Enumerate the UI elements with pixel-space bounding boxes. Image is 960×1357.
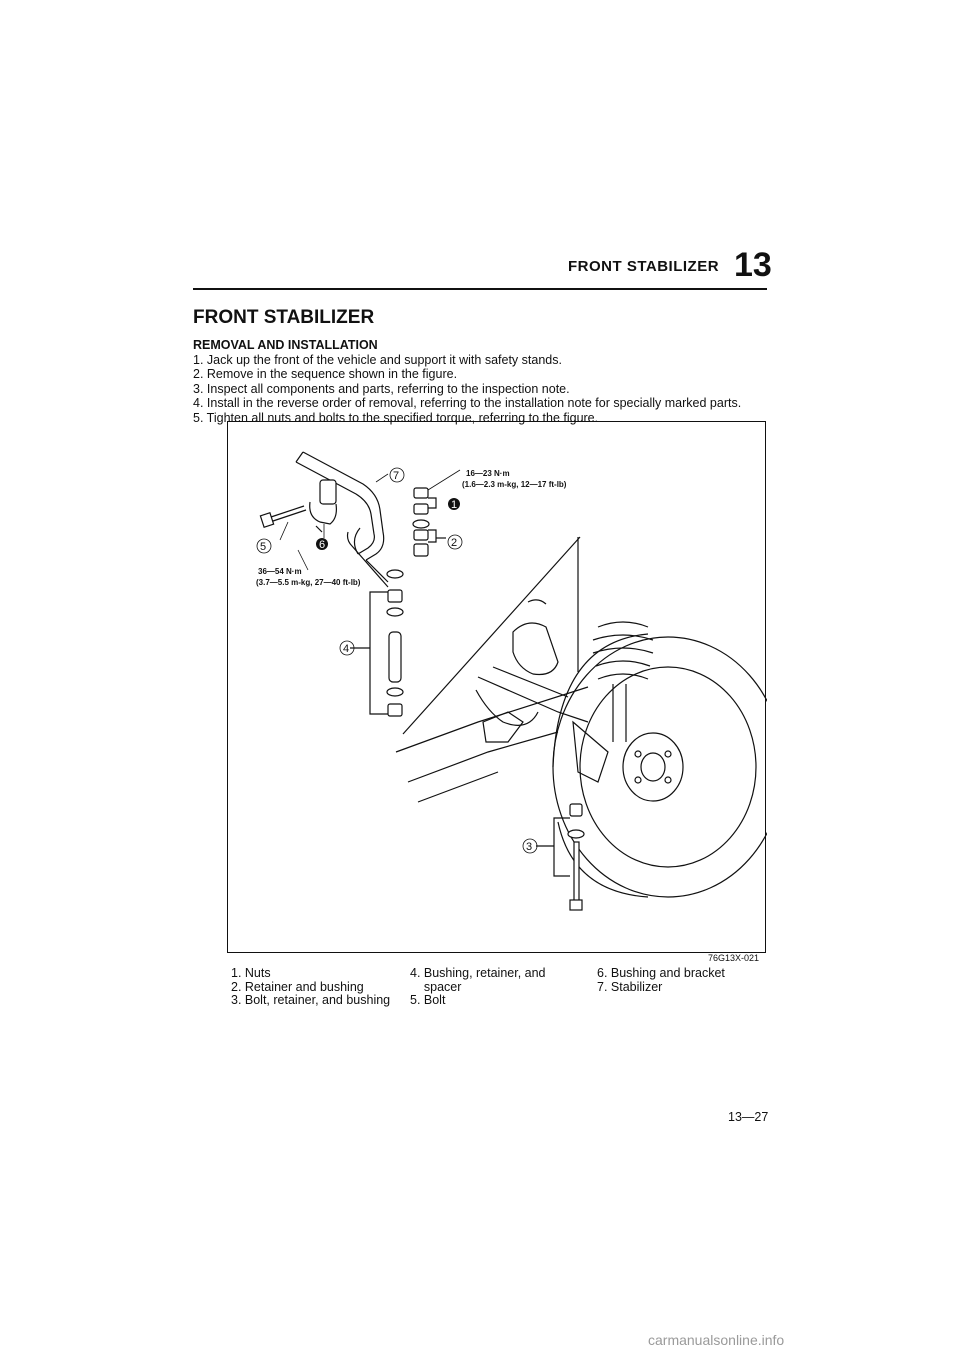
stabilizer-diagram: 7 1 2 5 6 4 3 16—23 N·m (1.6—2.3 m-kg, 1… xyxy=(256,451,767,911)
callout-1: 1 xyxy=(451,499,457,511)
step-item: 1. Jack up the front of the vehicle and … xyxy=(193,353,562,367)
chapter-number: 13 xyxy=(734,246,772,284)
legend-item: 4. Bushing, retainer, and xyxy=(410,966,546,980)
callout-6: 6 xyxy=(319,539,325,551)
footer-watermark-url[interactable]: carmanualsonline.info xyxy=(648,1332,785,1348)
callout-3: 3 xyxy=(526,841,532,853)
step-item: 4. Install in the reverse order of remov… xyxy=(193,396,742,411)
legend-column-1: 1. Nuts 2. Retainer and bushing 3. Bolt,… xyxy=(231,966,391,1008)
callout-2: 2 xyxy=(451,537,457,549)
legend-column-2: 4. Bushing, retainer, and spacer 5. Bolt xyxy=(410,966,546,1008)
figure-code: 76G13X-021 xyxy=(708,953,760,963)
callout-labels: 7 1 2 5 6 4 3 xyxy=(256,467,538,854)
torque-upper-units: (1.6—2.3 m-kg, 12—17 ft-lb) xyxy=(462,480,567,489)
legend-item: 1. Nuts xyxy=(231,966,271,980)
exploded-view-figure: 7 1 2 5 6 4 3 16—23 N·m (1.6—2.3 m-kg, 1… xyxy=(227,421,767,953)
legend-item: spacer xyxy=(410,979,462,994)
callout-4: 4 xyxy=(343,643,349,655)
link-stack-drawing xyxy=(350,569,404,717)
callout-7: 7 xyxy=(393,470,399,482)
torque-upper-value: 16—23 N·m xyxy=(466,469,510,478)
leader-lines xyxy=(279,469,461,571)
legend-item: 5. Bolt xyxy=(410,993,446,1007)
page-number: 13—27 xyxy=(728,1110,769,1124)
torque-left-value: 36—54 N·m xyxy=(258,567,302,576)
running-header-title: FRONT STABILIZER xyxy=(568,258,720,275)
stabilizer-bar-drawing xyxy=(295,451,389,588)
legend-item: 3. Bolt, retainer, and bushing xyxy=(231,993,391,1007)
legend-column-3: 6. Bushing and bracket 7. Stabilizer xyxy=(597,966,725,994)
wheel-drawing xyxy=(552,633,767,898)
header-rule xyxy=(193,288,767,290)
legend-item: 7. Stabilizer xyxy=(597,979,663,994)
procedure-steps: 1. Jack up the front of the vehicle and … xyxy=(193,353,741,425)
frame-drawing xyxy=(395,536,589,803)
strut-spring-drawing xyxy=(572,621,654,783)
torque-left-units: (3.7—5.5 m-kg, 27—40 ft-lb) xyxy=(256,578,361,587)
procedure-heading: REMOVAL AND INSTALLATION xyxy=(193,338,378,352)
legend-item: 6. Bushing and bracket xyxy=(597,966,725,980)
lower-bolt-stack-drawing xyxy=(536,803,585,911)
step-item: 2. Remove in the sequence shown in the f… xyxy=(193,367,458,382)
step-item: 3. Inspect all components and parts, ref… xyxy=(193,381,570,396)
bushing-bracket-drawing xyxy=(309,479,337,533)
bolt-5-drawing xyxy=(259,505,307,529)
section-title: FRONT STABILIZER xyxy=(193,307,375,328)
legend-item: 2. Retainer and bushing xyxy=(231,979,364,994)
upper-nut-stack-drawing xyxy=(412,487,446,557)
callout-5: 5 xyxy=(260,541,266,553)
